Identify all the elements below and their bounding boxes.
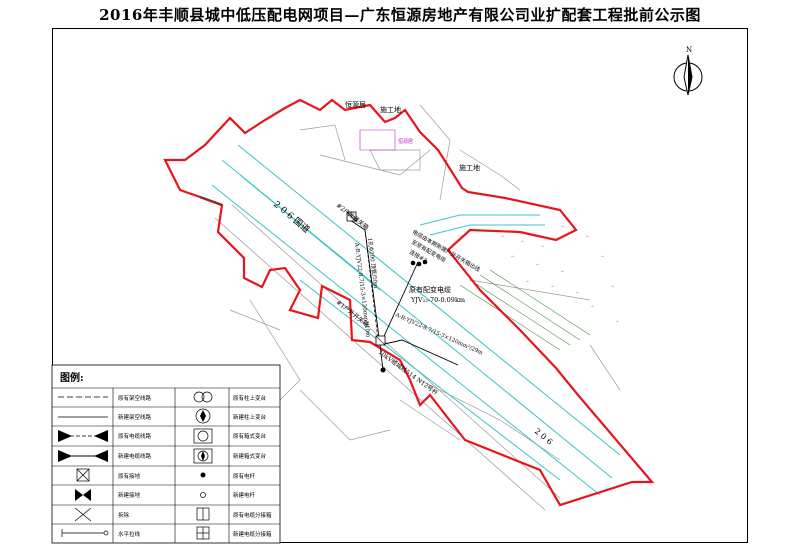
map-title: 2016年丰顺县城中低压配电网项目—广东恒源房地产有限公司业扩配套工程批前公示图 [99,6,701,24]
legend-left-5: 新建接地 [118,491,141,499]
legend-right-3: 新建箱式变台 [233,452,267,460]
svg-text:⌃: ⌃ [610,285,615,292]
legend-new-ground-icon [75,489,91,501]
switchbox-2-icon [346,211,357,222]
label-existing-cable-spec: YJV₂₂-70-0.09km [410,296,465,304]
legend-right-0: 原有柱上变台 [233,394,267,402]
map-frame [52,28,748,543]
legend-existing-branch-box-icon [196,507,210,521]
legend-left-0: 原有架空线路 [118,394,152,402]
pipe-route [364,229,379,341]
svg-text:⌃: ⌃ [575,291,580,298]
label-henyuan-magenta: 恒源居 [398,138,413,145]
legend-right-6: 原有电缆分接箱 [233,511,272,519]
legend-left-4: 原有接地 [118,472,141,480]
svg-text:⌃: ⌃ [560,225,565,232]
label-existing-cable: 原有配变电缆 [409,285,451,294]
svg-text:⌃: ⌃ [500,235,505,242]
label-henyuan-residence: 恒源居 [345,100,366,109]
north-arrow-icon: N [673,46,703,96]
svg-text:⌃: ⌃ [540,245,545,252]
label-road-name-1: 2 0 6 国道 [271,198,312,235]
legend-existing-ground-icon [76,468,90,482]
legend-table: 图例: [51,364,281,544]
legend-new-branch-box-icon [196,526,210,540]
svg-text:⌃: ⌃ [600,255,605,262]
legend-existing-cable-icon [58,430,108,442]
label-pole: 10kV顺城线514 N12号杆 [377,348,440,397]
legend-left-6: 拆除 [118,511,130,519]
legend-new-pole-icon [200,492,206,498]
legend-guy-wire-icon [61,529,109,537]
svg-text:⌃: ⌃ [525,280,530,287]
label-construction-1: 施工地 [380,105,401,114]
national-road [211,144,621,496]
project-boundary [163,98,655,507]
label-construction-2: 施工地 [459,163,480,172]
legend-right-7: 新建电缆分接箱 [233,530,272,538]
svg-text:⌃: ⌃ [585,235,590,242]
north-label: N [686,46,692,54]
legend-remove-icon [74,507,92,522]
legend-right-2: 原有箱式变台 [233,432,267,440]
boundary-segment [199,195,223,207]
legend-existing-box-transformer-icon [193,428,213,444]
legend-right-5: 新建电杆 [233,491,256,499]
legend-right-4: 原有电杆 [233,472,256,480]
vegetation-marks: ⌃ ⌃ ⌃ ⌃ ⌃ ⌃ ⌃ ⌃ ⌃ ⌃ ⌃ ⌃ ⌃ ⌃ ⌃ [500,225,620,327]
svg-text:⌃: ⌃ [615,320,620,327]
legend-left-2: 原有电缆线路 [118,432,152,440]
label-pipe: 1孔Φ200 顶管/50m [366,237,380,289]
legend-heading: 图例: [60,371,84,384]
legend-left-3: 新建电缆线路 [118,452,152,460]
svg-text:⌃: ⌃ [535,263,540,270]
switchbox-1-icon [375,335,386,346]
legend-new-pole-transformer-icon [195,408,211,424]
pole-icon [380,367,386,373]
magenta-building [359,129,396,151]
legend-new-box-transformer-icon [193,448,213,464]
svg-text:⌃: ⌃ [550,285,555,292]
legend-left-1: 新建架空线路 [118,413,152,421]
svg-text:⌃: ⌃ [510,255,515,262]
svg-text:⌃: ⌃ [520,240,525,247]
legend-right-1: 新建柱上变台 [233,413,267,421]
svg-text:⌃: ⌃ [590,305,595,312]
transformer-icon [410,259,428,267]
legend-existing-pole-transformer-icon [193,391,213,403]
legend-left-7: 水平拉线 [118,530,141,538]
svg-text:⌃: ⌃ [560,270,565,277]
legend-existing-pole-icon [200,472,206,478]
green-contour-lines [459,269,591,351]
legend-new-cable-icon [58,450,108,462]
